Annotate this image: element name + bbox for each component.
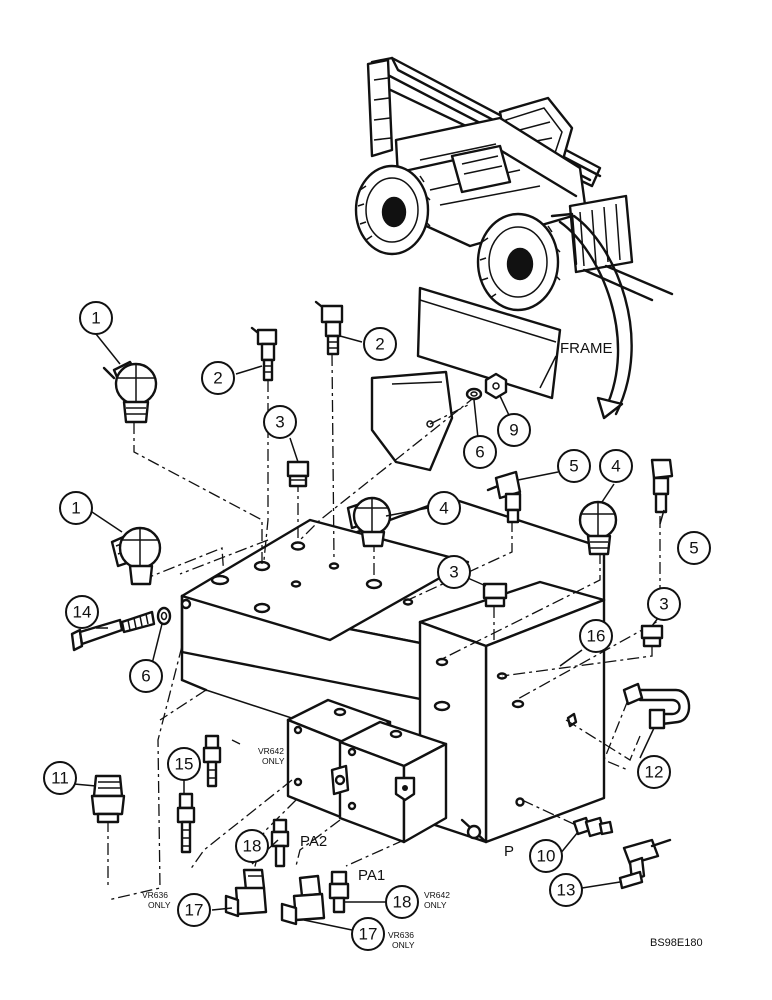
pa1-label: PA1 <box>358 867 385 884</box>
svg-text:4: 4 <box>439 499 448 518</box>
part-15-fitting <box>176 792 196 854</box>
svg-text:3: 3 <box>659 595 668 614</box>
drawing-reference: BS98E180 <box>650 937 703 949</box>
callout-9: 9 <box>497 413 531 447</box>
svg-text:2: 2 <box>213 369 222 388</box>
part-13-tee <box>618 838 672 890</box>
callout-2a: 2 <box>201 361 235 395</box>
svg-text:16: 16 <box>587 627 606 646</box>
part-4-elbow-center <box>346 496 392 548</box>
part-10-fitting <box>572 816 614 838</box>
telehandler-illustration <box>354 56 674 420</box>
svg-text:12: 12 <box>645 763 664 782</box>
svg-text:11: 11 <box>51 769 69 788</box>
part-9-nut <box>484 372 508 400</box>
vr636-note-b-line1: VR636 <box>388 930 414 940</box>
callout-15: 15 <box>167 747 201 781</box>
callout-1a: 1 <box>79 301 113 335</box>
svg-text:2: 2 <box>375 335 384 354</box>
part-2-fitting-right <box>314 300 344 356</box>
frame-bracket <box>370 286 562 472</box>
svg-text:10: 10 <box>537 847 556 866</box>
callout-13: 13 <box>549 873 583 907</box>
vr642-note-b-line2: ONLY <box>424 900 447 910</box>
svg-text:4: 4 <box>611 457 620 476</box>
part-11-adapter <box>90 774 126 824</box>
vr636-note-a-line1: VR636 <box>142 890 168 900</box>
part-3-plug-upper <box>286 460 310 488</box>
svg-text:6: 6 <box>141 667 150 686</box>
callout-2b: 2 <box>363 327 397 361</box>
p-port-label: P <box>504 843 514 860</box>
svg-text:3: 3 <box>449 563 458 582</box>
callout-3b: 3 <box>437 555 471 589</box>
vr636-note-a-line2: ONLY <box>148 900 171 910</box>
vr642-note-b-line1: VR642 <box>424 890 450 900</box>
callout-17b: 17 <box>351 917 385 951</box>
callout-18b: 18 <box>385 885 419 919</box>
part-vr642-fitting-upper <box>202 734 222 788</box>
part-3-plug-middle <box>482 582 508 608</box>
part-5-fitting-center <box>486 470 522 524</box>
vr636-note-b-line2: ONLY <box>392 940 415 950</box>
callout-10: 10 <box>529 839 563 873</box>
callout-14: 14 <box>65 595 99 629</box>
pa2-label: PA2 <box>300 833 327 850</box>
svg-text:6: 6 <box>475 443 484 462</box>
svg-text:17: 17 <box>185 901 204 920</box>
callout-4a: 4 <box>427 491 461 525</box>
part-17-elbow-left <box>224 868 268 918</box>
svg-text:18: 18 <box>393 893 412 912</box>
callout-5a: 5 <box>557 449 591 483</box>
part-6-washer-upper <box>465 387 483 401</box>
part-5-fitting-right <box>650 458 674 514</box>
svg-text:1: 1 <box>71 499 80 518</box>
svg-text:13: 13 <box>557 881 576 900</box>
part-2-fitting-left <box>250 326 278 382</box>
svg-text:14: 14 <box>73 603 92 622</box>
part-18-fitting-right <box>328 870 350 914</box>
callout-1b: 1 <box>59 491 93 525</box>
part-14-bolt <box>70 610 156 652</box>
frame-label: FRAME <box>560 340 613 357</box>
vr642-note-a-line2: ONLY <box>262 756 285 766</box>
svg-text:18: 18 <box>243 837 262 856</box>
part-6-washer-lower <box>156 606 172 626</box>
svg-text:3: 3 <box>275 413 284 432</box>
callout-5b: 5 <box>677 531 711 565</box>
callout-11: 11 <box>43 761 77 795</box>
callout-6b: 6 <box>129 659 163 693</box>
callout-4b: 4 <box>599 449 633 483</box>
svg-text:15: 15 <box>175 755 194 774</box>
callout-18a: 18 <box>235 829 269 863</box>
part-12-bent-tube <box>622 682 691 730</box>
callout-16: 16 <box>579 619 613 653</box>
callout-leaders <box>73 333 665 931</box>
part-1-elbow-lower <box>110 526 162 586</box>
svg-text:1: 1 <box>91 309 100 328</box>
callout-12: 12 <box>637 755 671 789</box>
part-4-elbow-right <box>578 500 618 556</box>
svg-text:5: 5 <box>569 457 578 476</box>
part-17-elbow-right <box>280 874 326 926</box>
vr642-note-a-line1: VR642 <box>258 746 284 756</box>
callout-17a: 17 <box>177 893 211 927</box>
callout-6a: 6 <box>463 435 497 469</box>
part-3-plug-right <box>640 624 664 648</box>
svg-text:5: 5 <box>689 539 698 558</box>
valve-block <box>180 496 606 844</box>
part-1-elbow-upper <box>102 360 158 424</box>
callout-3a: 3 <box>263 405 297 439</box>
svg-text:17: 17 <box>359 925 378 944</box>
callout-3c: 3 <box>647 587 681 621</box>
svg-text:9: 9 <box>509 421 518 440</box>
